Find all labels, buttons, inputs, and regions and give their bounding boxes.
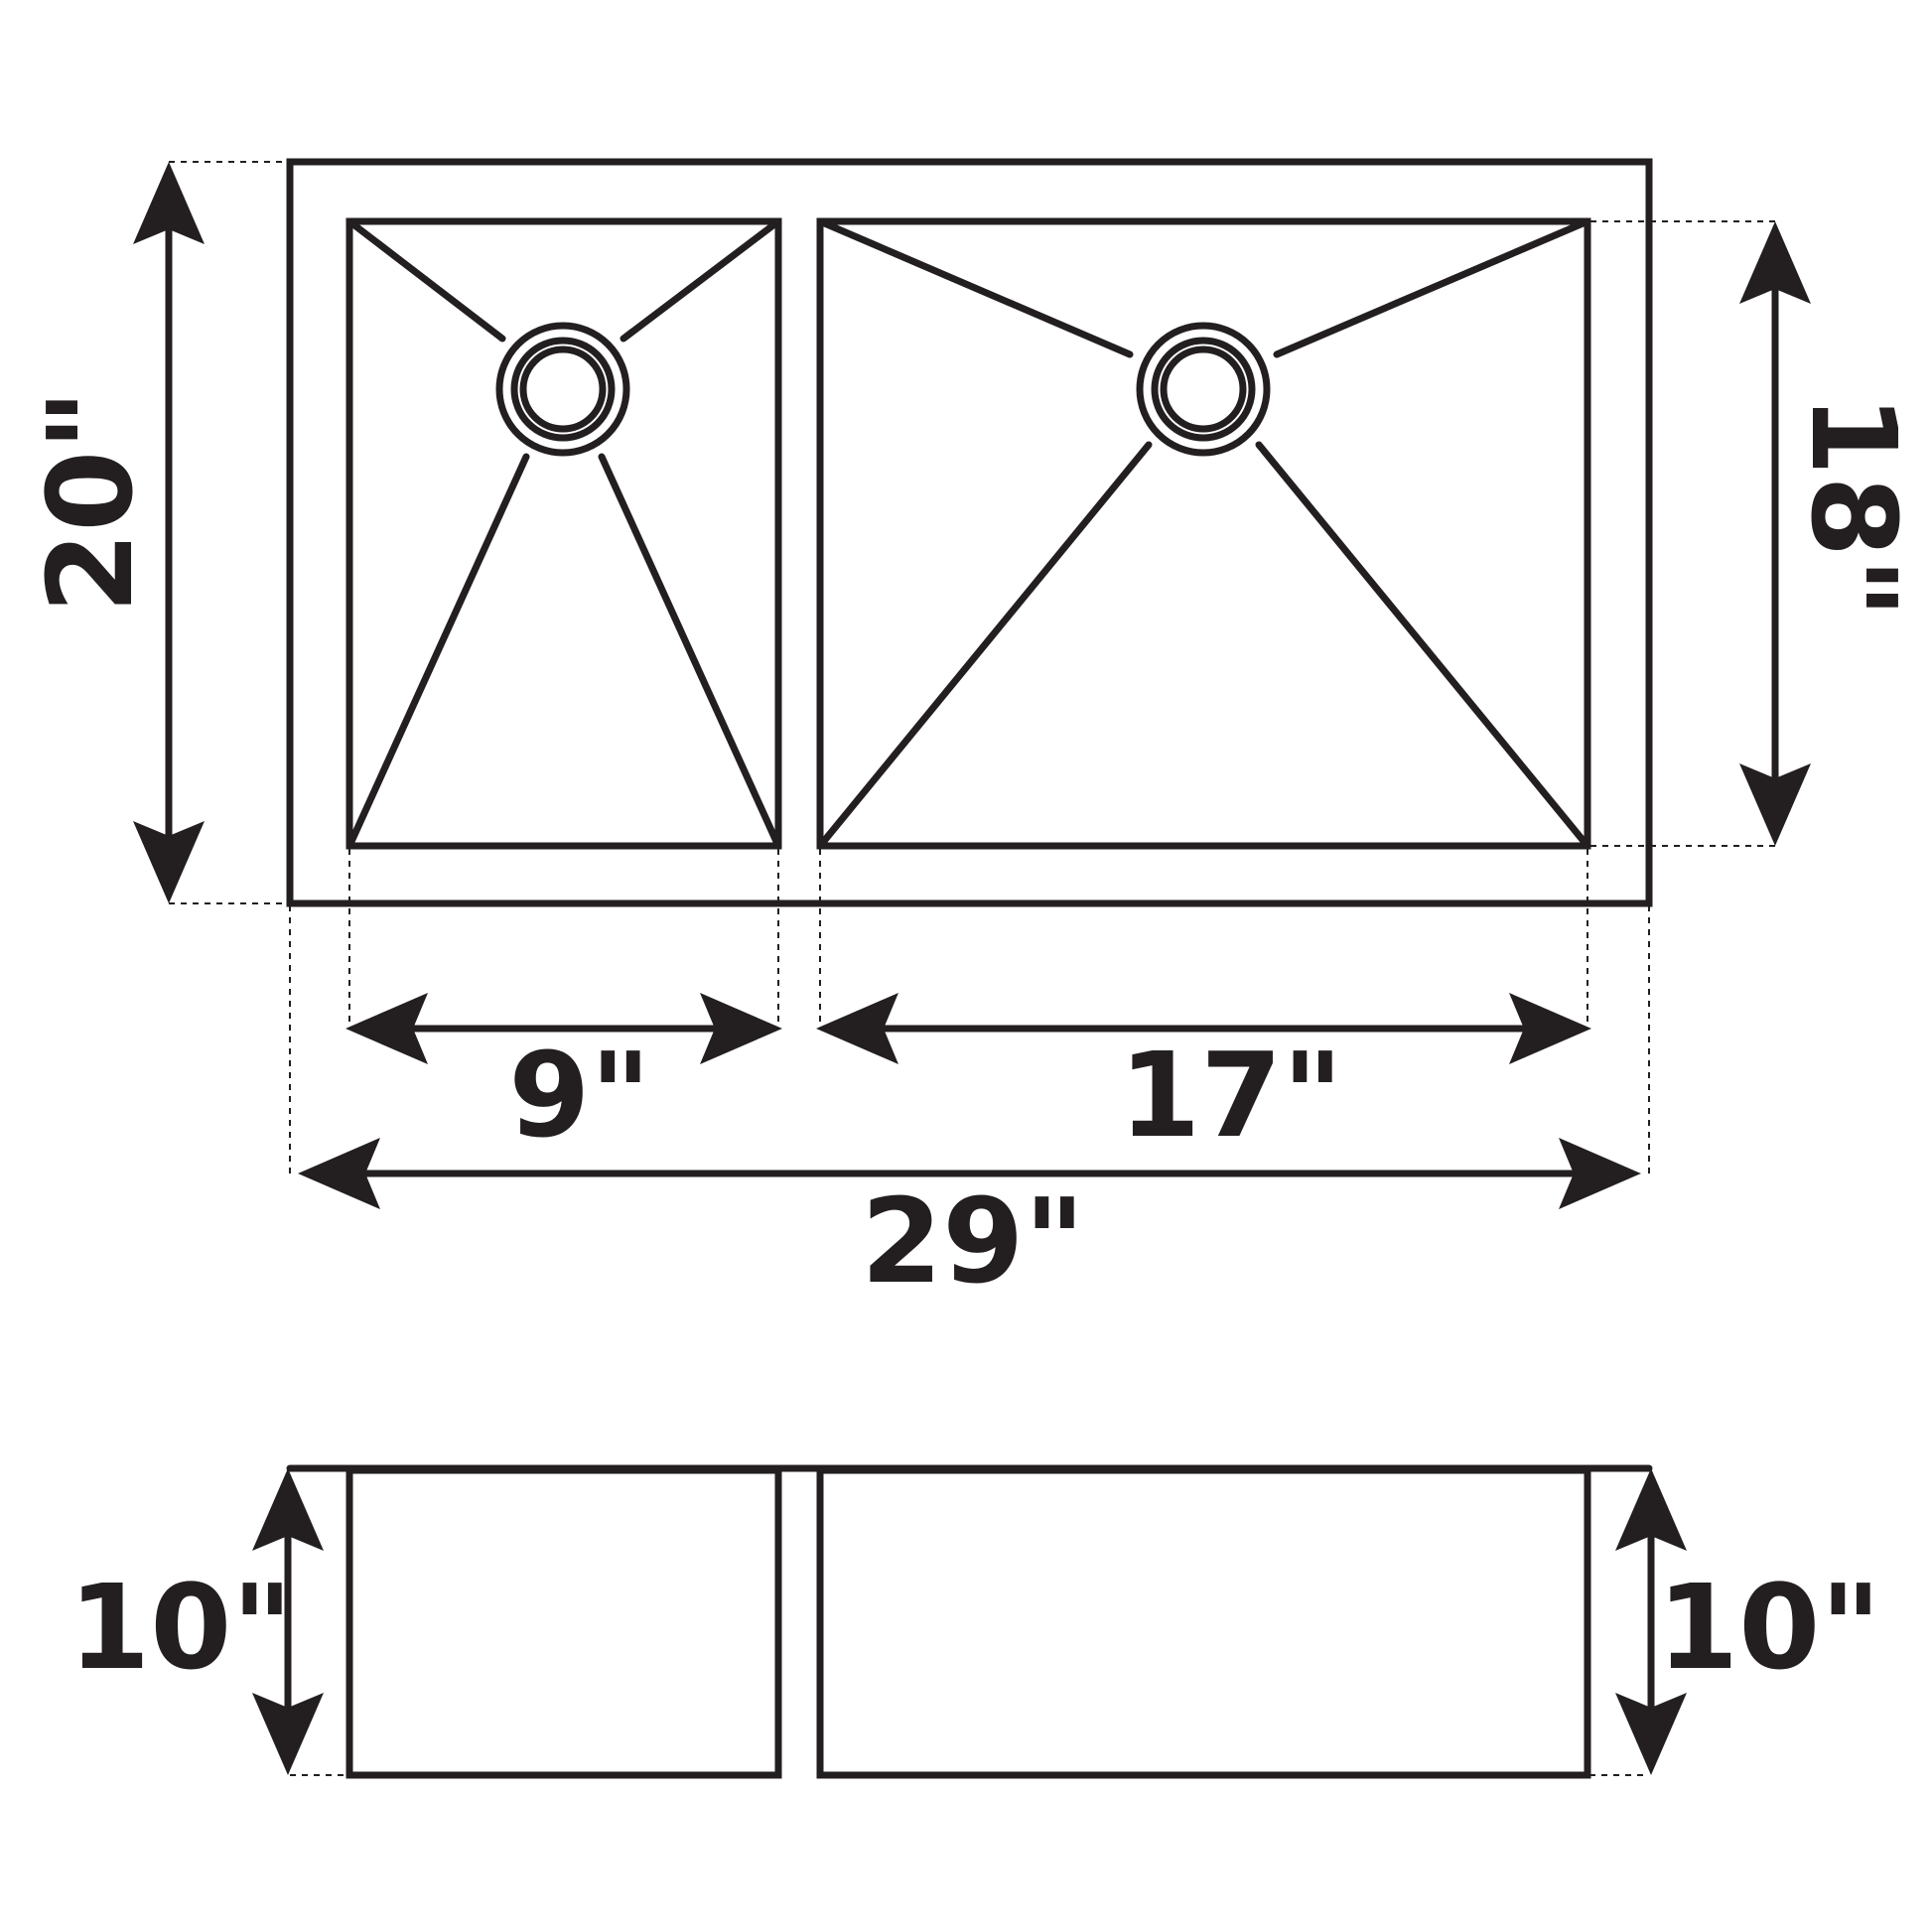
arrow-down-icon: [133, 821, 205, 903]
bowl-depth-label: 18": [1785, 394, 1922, 619]
arrow-right-icon: [700, 993, 782, 1064]
arrow-up-icon: [252, 1468, 324, 1551]
arrow-left-icon: [298, 1138, 380, 1209]
arrow-left-icon: [345, 993, 428, 1064]
small-bowl-front-outline: [345, 1466, 782, 1779]
large-bowl-drain: [1136, 322, 1271, 457]
arrow-left-icon: [816, 993, 898, 1064]
overall-width-label: 29": [861, 1173, 1085, 1310]
small-bowl-width-label: 9": [508, 1027, 651, 1164]
extension-lines: [169, 161, 1775, 1173]
arrow-up-icon: [1615, 1468, 1687, 1551]
arrow-right-icon: [1509, 993, 1591, 1064]
right-height-dimension: 10": [1615, 1468, 1881, 1775]
arrow-down-icon: [1615, 1693, 1687, 1775]
top-view: 20" 18" 9" 17" 29": [22, 158, 1922, 1310]
small-bowl: [345, 217, 782, 850]
small-bowl-outline: [345, 217, 782, 850]
arrow-down-icon: [252, 1693, 324, 1775]
overall-depth-label: 20": [22, 389, 159, 614]
large-bowl: [816, 217, 1591, 850]
front-view: 10" 10": [69, 1464, 1881, 1779]
large-bowl-front-outline: [816, 1466, 1591, 1779]
large-bowl-slope-lines: [816, 217, 1591, 850]
large-bowl-width-dimension: 17": [816, 993, 1591, 1164]
right-height-label: 10": [1657, 1559, 1881, 1696]
small-bowl-slope-lines: [345, 217, 782, 850]
small-bowl-drain: [495, 322, 630, 457]
overall-width-dimension: 29": [298, 1138, 1641, 1310]
left-height-label: 10": [69, 1559, 293, 1696]
small-bowl-width-dimension: 9": [345, 993, 782, 1164]
arrow-up-icon: [1739, 221, 1811, 304]
sink-outer-rim: [286, 158, 1653, 907]
large-bowl-outline: [816, 217, 1591, 850]
arrow-up-icon: [133, 162, 205, 244]
large-bowl-width-label: 17": [1119, 1027, 1343, 1164]
arrow-right-icon: [1559, 1138, 1641, 1209]
left-height-dimension: 10": [69, 1468, 324, 1775]
bowl-depth-dimension: 18": [1739, 221, 1922, 846]
arrow-down-icon: [1739, 763, 1811, 846]
overall-depth-dimension: 20": [22, 162, 205, 903]
